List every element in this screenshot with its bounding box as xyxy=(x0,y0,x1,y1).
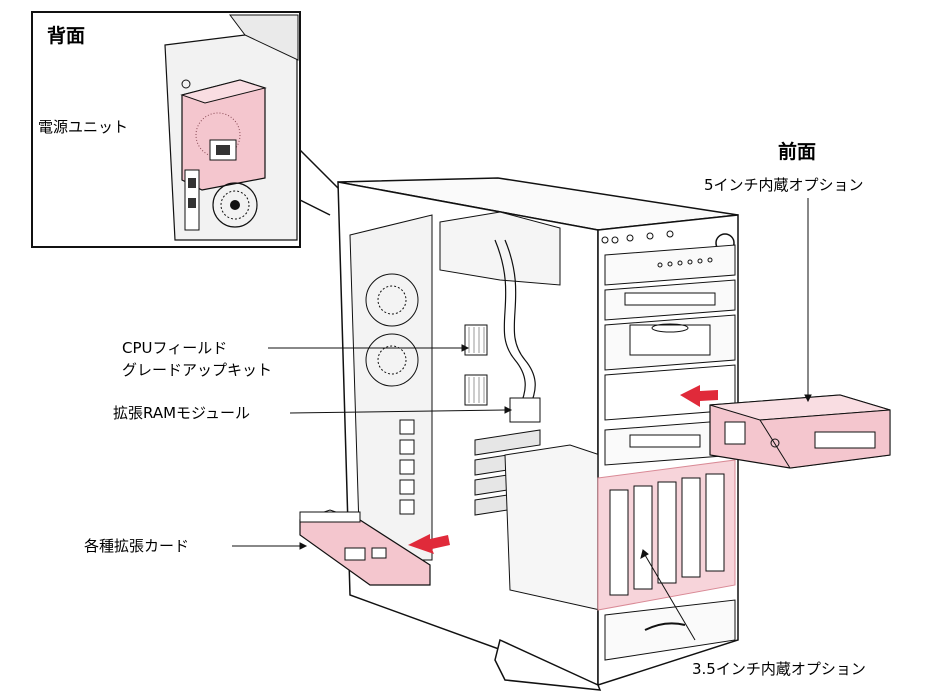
server-tower xyxy=(337,177,739,691)
bay-3-5inch-label: 3.5インチ内蔵オプション xyxy=(692,660,866,678)
insert-arrow-5inch xyxy=(680,385,718,407)
power-unit-label: 電源ユニット xyxy=(38,118,129,136)
rear-view-inset xyxy=(31,11,341,248)
drive-5inch-option xyxy=(709,394,891,469)
bay-3-5inch-highlight xyxy=(597,459,736,611)
ram-module-label: 拡張RAMモジュール xyxy=(113,404,250,422)
front-title: 前面 xyxy=(778,141,817,163)
cpu-field-label-line1: CPUフィールド xyxy=(122,339,228,357)
power-unit-inset xyxy=(180,79,267,191)
insert-arrow-card xyxy=(408,534,450,554)
bay-5inch-label: 5インチ内蔵オプション xyxy=(704,176,864,194)
rear-title: 背面 xyxy=(47,25,86,47)
expansion-cards-label: 各種拡張カード xyxy=(84,537,190,555)
cpu-field-label-line2: グレードアップキット xyxy=(122,361,273,379)
expansion-card xyxy=(299,509,431,586)
